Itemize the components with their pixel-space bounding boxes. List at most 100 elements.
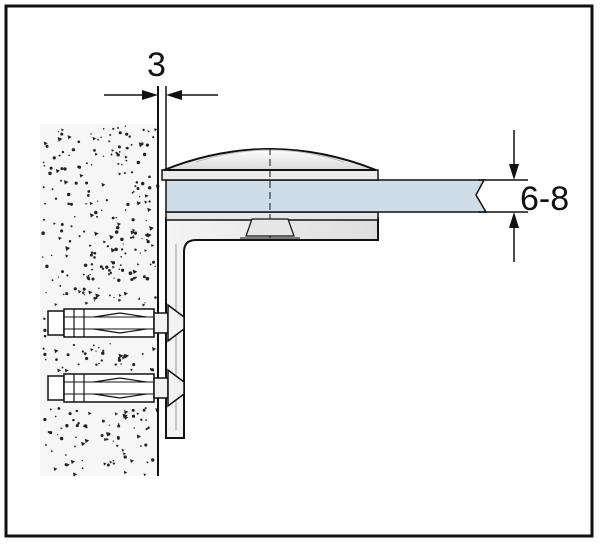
concrete-speckle (113, 296, 115, 299)
concrete-speckle (58, 154, 61, 157)
concrete-speckle (132, 363, 136, 367)
concrete-speckle (140, 418, 143, 421)
concrete-speckle (89, 253, 93, 257)
concrete-speckle (60, 229, 64, 233)
concrete-speckle (108, 269, 111, 272)
concrete-speckle (57, 407, 61, 410)
concrete-speckle (118, 172, 122, 176)
concrete-speckle (140, 445, 142, 447)
concrete-speckle (49, 166, 53, 170)
concrete-speckle (71, 148, 75, 152)
concrete-speckle (92, 344, 95, 347)
concrete-speckle (132, 228, 136, 232)
concrete-speckle (89, 213, 95, 218)
concrete-speckle (72, 343, 75, 347)
concrete-speckle (95, 293, 101, 299)
concrete-speckle (129, 236, 133, 239)
concrete-speckle (74, 181, 78, 185)
concrete-speckle (130, 143, 133, 146)
concrete-speckle (120, 268, 125, 272)
concrete-speckle (144, 443, 148, 447)
concrete-speckle (68, 240, 72, 243)
concrete-speckle (114, 363, 117, 366)
concrete-speckle (112, 127, 115, 130)
concrete-speckle (45, 292, 47, 294)
concrete-speckle (74, 216, 76, 218)
concrete-speckle (138, 142, 144, 148)
concrete-speckle (70, 225, 73, 228)
concrete-speckle (108, 294, 111, 297)
concrete-speckle (133, 427, 135, 429)
concrete-speckle (117, 126, 119, 129)
concrete-speckle (90, 348, 94, 352)
concrete-speckle (55, 358, 58, 361)
concrete-speckle (151, 347, 157, 352)
concrete-speckle (128, 135, 131, 138)
concrete-speckle (110, 248, 116, 253)
concrete-speckle (109, 133, 112, 137)
concrete-speckle (123, 455, 127, 459)
concrete-speckle (142, 275, 146, 279)
concrete-speckle (92, 136, 97, 141)
concrete-speckle (149, 263, 152, 266)
concrete-speckle (89, 201, 94, 206)
concrete-speckle (116, 444, 119, 447)
wall-anchor-upper (47, 303, 185, 343)
concrete-speckle (87, 274, 90, 277)
concrete-speckle (98, 346, 100, 349)
concrete-speckle (110, 260, 113, 263)
concrete-speckle (54, 348, 59, 354)
concrete-speckle (85, 356, 89, 361)
gap-dimension: 3 (104, 46, 218, 100)
concrete-speckle (130, 277, 134, 282)
concrete-speckle (123, 291, 128, 296)
concrete-speckle (75, 409, 79, 413)
concrete-speckle (43, 141, 48, 146)
concrete-speckle (50, 450, 53, 452)
concrete-speckle (120, 237, 124, 242)
concrete-speckle (132, 190, 135, 193)
concrete-speckle (103, 240, 107, 244)
concrete-speckle (93, 296, 97, 300)
concrete-speckle (79, 173, 84, 178)
concrete-speckle (102, 349, 105, 352)
concrete-speckle (63, 180, 69, 185)
concrete-speckle (68, 154, 70, 157)
concrete-speckle (59, 436, 64, 441)
concrete-speckle (44, 202, 46, 205)
concrete-speckle (106, 463, 110, 467)
concrete-speckle (48, 171, 52, 176)
concrete-speckle (66, 192, 71, 197)
concrete-speckle (72, 418, 75, 422)
concrete-speckle (58, 236, 62, 241)
concrete-speckle (112, 459, 115, 462)
concrete-speckle (88, 290, 93, 295)
concrete-speckle (117, 145, 121, 149)
concrete-speckle (87, 190, 91, 193)
concrete-speckle (126, 202, 130, 207)
concrete-speckle (152, 260, 155, 264)
glass-thickness-label: 6-8 (520, 180, 569, 218)
concrete-speckle (148, 186, 152, 190)
concrete-speckle (95, 363, 98, 366)
concrete-speckle (112, 462, 115, 465)
concrete-speckle (123, 172, 126, 175)
concrete-speckle (61, 270, 64, 274)
concrete-speckle (147, 207, 152, 212)
concrete-speckle (64, 463, 68, 466)
concrete-speckle (50, 254, 53, 257)
concrete-speckle (144, 200, 148, 204)
concrete-speckle (75, 436, 77, 439)
concrete-speckle (142, 128, 145, 132)
concrete-speckle (117, 162, 120, 165)
concrete-speckle (77, 422, 80, 425)
concrete-speckle (97, 138, 99, 141)
concrete-speckle (106, 437, 109, 441)
concrete-speckle (101, 267, 105, 270)
concrete-speckle (81, 350, 85, 353)
concrete-speckle (117, 278, 121, 282)
concrete-speckles (41, 125, 160, 477)
concrete-speckle (145, 419, 147, 421)
concrete-speckle (81, 467, 84, 470)
